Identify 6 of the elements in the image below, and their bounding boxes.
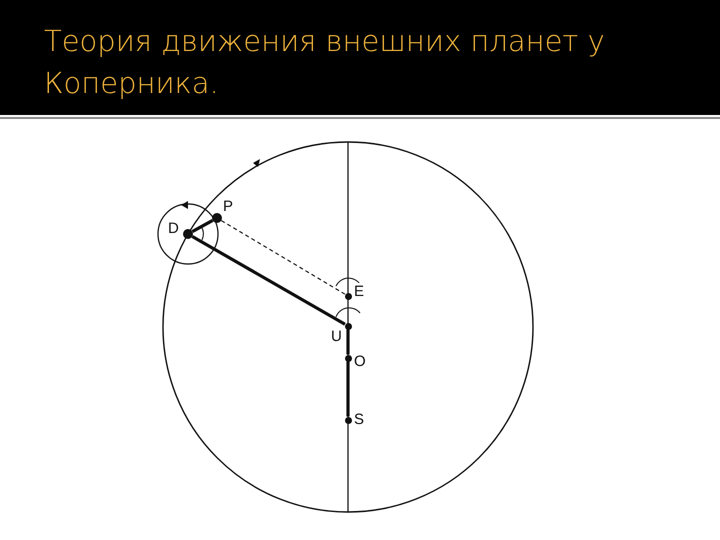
line xyxy=(346,362,350,416)
dashed-line xyxy=(221,220,346,295)
line xyxy=(192,219,214,233)
slide-title: Теория движения внешних планет у Коперника. xyxy=(44,23,606,102)
line xyxy=(346,330,350,354)
line xyxy=(192,235,346,326)
